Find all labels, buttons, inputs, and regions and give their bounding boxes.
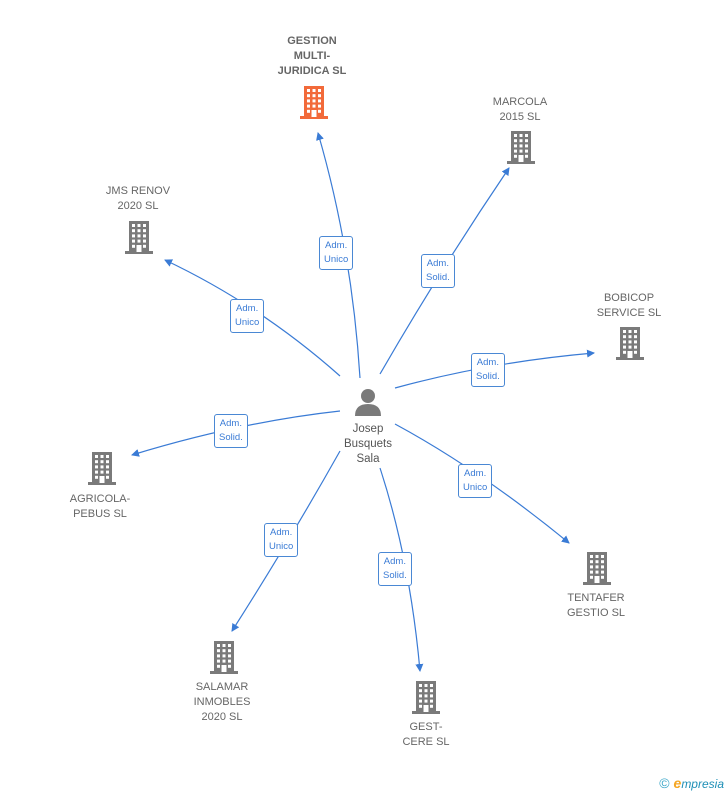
building-icon[interactable]: [614, 325, 646, 366]
building-icon[interactable]: [208, 639, 240, 680]
company-name-jms[interactable]: JMS RENOV 2020 SL: [105, 185, 171, 212]
building-icon[interactable]: [298, 84, 330, 125]
company-name-salamar[interactable]: SALAMAR INMOBLES 2020 SL: [193, 681, 251, 723]
relation-label-marcola: Adm. Solid.: [421, 254, 455, 288]
company-name-marcola[interactable]: MARCOLA 2015 SL: [492, 96, 548, 123]
relation-label-salamar: Adm. Unico: [264, 523, 299, 557]
building-icon[interactable]: [581, 550, 613, 591]
company-name-tentafer[interactable]: TENTAFER GESTIO SL: [566, 592, 626, 619]
center-person-name[interactable]: Josep Busquets Sala: [344, 423, 392, 465]
company-name-agricola[interactable]: AGRICOLA- PEBUS SL: [69, 493, 131, 520]
company-name-gest[interactable]: GEST- CERE SL: [402, 721, 450, 748]
relation-label-agricola: Adm. Solid.: [214, 414, 248, 448]
company-name-bobicop[interactable]: BOBICOP SERVICE SL: [596, 292, 662, 319]
brand-name: mpresia: [681, 777, 724, 791]
building-icon[interactable]: [86, 450, 118, 491]
relation-label-bobicop: Adm. Solid.: [471, 353, 505, 387]
brand-initial: e: [673, 775, 682, 791]
relation-label-tentafer: Adm. Unico: [458, 464, 493, 498]
building-icon[interactable]: [410, 679, 442, 720]
building-icon[interactable]: [505, 129, 537, 170]
relation-label-jms: Adm. Unico: [230, 299, 265, 333]
relation-label-gestion: Adm. Unico: [319, 236, 354, 270]
person-icon[interactable]: [353, 387, 383, 422]
building-icon[interactable]: [123, 219, 155, 260]
empresia-watermark: ©empresia: [659, 775, 724, 791]
company-name-gestion[interactable]: GESTION MULTI- JURIDICA SL: [277, 35, 347, 77]
copyright-icon: ©: [659, 775, 670, 791]
relation-label-gest: Adm. Solid.: [378, 552, 412, 586]
